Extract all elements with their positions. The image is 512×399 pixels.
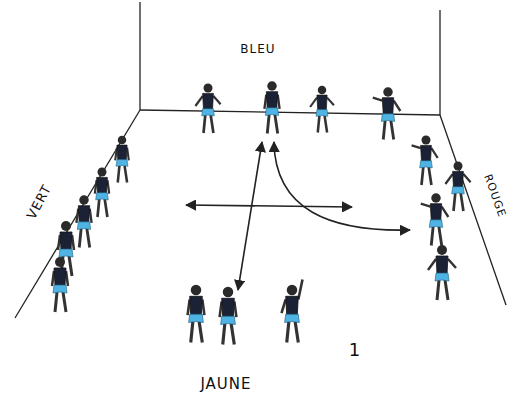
player-shorts (53, 285, 67, 293)
player-shirt (190, 296, 203, 315)
player-shirt (421, 145, 432, 161)
player-figure (310, 86, 334, 133)
player-figure (52, 257, 68, 312)
players (52, 81, 471, 344)
player-shorts (189, 314, 204, 322)
player-head (79, 195, 89, 205)
player-shorts (96, 193, 109, 200)
player-figure (195, 84, 220, 134)
player-figure (95, 168, 109, 218)
player-shirt (60, 232, 72, 250)
player-shorts (381, 114, 394, 122)
team-label: ROUGE (480, 171, 508, 221)
player-legs (383, 121, 393, 140)
player-head (318, 86, 327, 95)
player-legs (98, 199, 108, 217)
player-shirt (222, 298, 235, 317)
player-shirt (436, 256, 448, 274)
player-legs (204, 115, 214, 133)
player-head (431, 193, 441, 203)
player-figure (445, 162, 470, 212)
floor-edge (15, 110, 140, 318)
player-legs (431, 227, 441, 246)
player-figure (220, 287, 237, 345)
player-shirt (54, 268, 66, 286)
player-legs (422, 167, 432, 185)
pass-arrow (186, 205, 352, 207)
floor-edge (140, 110, 440, 115)
run-arrow (274, 142, 410, 230)
player-head (98, 168, 107, 177)
player-legs (267, 115, 277, 134)
player-figure (76, 195, 91, 247)
player-shorts (316, 110, 328, 117)
team-label: BLEU (238, 43, 277, 56)
player-figure (188, 285, 205, 343)
player-shirt (117, 145, 127, 160)
wall-edge (139, 2, 140, 110)
player-shorts (429, 220, 442, 228)
player-shirt (286, 296, 299, 315)
team-label: JAUNE (198, 376, 253, 393)
team-label: VERT (24, 180, 56, 223)
player-legs (55, 292, 66, 312)
player-shirt (382, 98, 393, 115)
player-figure (264, 81, 279, 133)
player-shirt (203, 93, 214, 109)
player-head (287, 285, 298, 296)
player-head (267, 81, 277, 91)
player-shorts (116, 160, 128, 167)
player-legs (318, 116, 327, 133)
player-shirt (453, 171, 464, 187)
movement-arrows (186, 142, 410, 290)
player-head (223, 287, 234, 298)
player-figure (421, 193, 449, 245)
player-figure (282, 280, 303, 343)
player-legs (223, 324, 235, 345)
player-shirt (97, 177, 108, 193)
player-shirt (430, 204, 441, 221)
player-figure (373, 87, 401, 139)
player-shorts (452, 187, 465, 194)
player-head (422, 136, 431, 145)
player-shorts (420, 161, 433, 168)
player-figure (115, 136, 129, 183)
player-head (61, 221, 71, 231)
player-shorts (435, 273, 449, 281)
player-legs (191, 322, 203, 343)
run-arrow (238, 142, 262, 290)
player-head (437, 245, 447, 255)
player-head (118, 136, 127, 145)
player-shirt (266, 92, 277, 109)
room-walls (15, 2, 506, 318)
player-shorts (285, 314, 300, 322)
player-head (55, 257, 65, 267)
player-head (454, 162, 463, 171)
player-legs (287, 322, 299, 343)
player-legs (79, 229, 89, 248)
callout-number: 1 (347, 340, 363, 360)
wall-edge (439, 10, 440, 115)
player-shirt (78, 206, 89, 223)
player-shorts (59, 249, 73, 257)
player-legs (454, 193, 464, 211)
player-figure (412, 136, 438, 186)
player-figure (428, 245, 456, 300)
player-shirt (317, 95, 327, 110)
player-shorts (77, 222, 90, 230)
player-head (204, 84, 213, 93)
player-head (383, 87, 393, 97)
player-legs (437, 280, 448, 300)
player-shorts (202, 109, 215, 116)
player-shorts (221, 316, 236, 324)
player-shorts (265, 108, 278, 116)
player-head (191, 285, 202, 296)
player-legs (118, 166, 127, 183)
